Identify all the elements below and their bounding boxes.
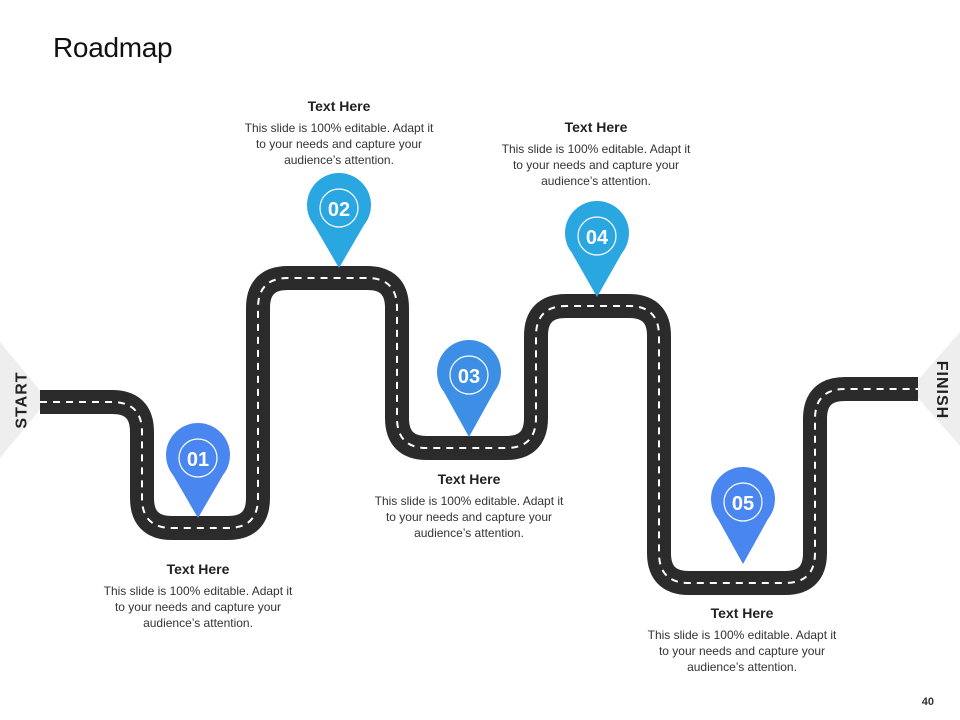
- step-05-text: Text Here This slide is 100% editable. A…: [647, 605, 837, 675]
- marker-04-number: 04: [586, 227, 609, 249]
- page-number: 40: [921, 696, 934, 708]
- marker-05: 05: [711, 467, 776, 564]
- marker-04: 04: [564, 201, 629, 297]
- slide-title: Roadmap: [53, 32, 173, 63]
- step-03-title: Text Here: [437, 471, 501, 487]
- step-02-description: This slide is 100% editable. Adapt it to…: [244, 121, 434, 167]
- step-03-description: This slide is 100% editable. Adapt it to…: [374, 494, 564, 540]
- marker-02-number: 02: [328, 199, 350, 221]
- marker-03: 03: [437, 340, 502, 437]
- marker-01-number: 01: [187, 449, 209, 471]
- start-flag: [0, 342, 48, 458]
- road-center-dashes: [40, 277, 918, 584]
- step-01-title: Text Here: [166, 561, 230, 577]
- marker-05-number: 05: [732, 493, 754, 515]
- step-04-text: Text Here This slide is 100% editable. A…: [501, 119, 691, 189]
- step-03-text: Text Here This slide is 100% editable. A…: [374, 471, 564, 541]
- marker-02: 02: [307, 173, 371, 268]
- finish-flag: [910, 332, 960, 446]
- marker-03-number: 03: [458, 366, 480, 388]
- step-05-description: This slide is 100% editable. Adapt it to…: [647, 628, 837, 674]
- marker-01: 01: [166, 423, 230, 518]
- step-04-description: This slide is 100% editable. Adapt it to…: [501, 142, 691, 188]
- start-label: START: [13, 371, 31, 429]
- step-01-description: This slide is 100% editable. Adapt it to…: [103, 584, 293, 630]
- step-04-title: Text Here: [564, 119, 628, 135]
- step-02-title: Text Here: [307, 98, 371, 114]
- step-01-text: Text Here This slide is 100% editable. A…: [103, 561, 293, 631]
- finish-label: FINISH: [933, 360, 951, 420]
- step-05-title: Text Here: [710, 605, 774, 621]
- step-02-text: Text Here This slide is 100% editable. A…: [244, 98, 434, 168]
